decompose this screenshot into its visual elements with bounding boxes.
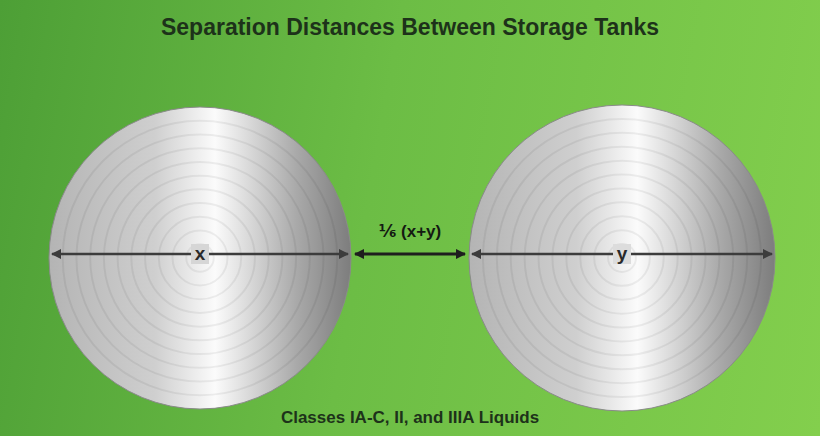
tank-ring <box>186 244 213 271</box>
tank-ring <box>104 162 296 354</box>
diagram-caption: Classes IA-C, II, and IIIA Liquids <box>281 408 539 428</box>
tank-ring <box>159 217 241 299</box>
storage-tank: y <box>468 104 776 412</box>
tank-ring <box>511 147 734 370</box>
tank-ring <box>173 231 228 286</box>
tank-ring <box>525 161 720 356</box>
tank-ring <box>580 216 663 299</box>
diagram-title: Separation Distances Between Storage Tan… <box>161 14 659 41</box>
tank-top <box>469 105 775 411</box>
tank-ring <box>552 188 691 327</box>
tank-ring <box>566 202 677 313</box>
tank-top <box>49 107 351 409</box>
tank-ring <box>608 244 636 272</box>
tank-ring <box>90 148 310 368</box>
tank-ring <box>63 121 338 396</box>
tank-ring <box>118 176 283 341</box>
tank-ring <box>76 134 323 381</box>
tank-ring <box>145 203 255 313</box>
diameter-label: y <box>613 244 632 265</box>
tank-ring <box>131 189 268 326</box>
tank-ring <box>483 119 761 397</box>
separation-formula: ⅙ (x+y) <box>379 221 441 242</box>
diameter-label: x <box>191 244 210 265</box>
separation-arrow <box>355 253 465 256</box>
tank-ring <box>539 175 706 342</box>
tank-ring <box>497 133 747 383</box>
storage-tank: x <box>48 106 352 410</box>
tank-ring <box>594 230 650 286</box>
